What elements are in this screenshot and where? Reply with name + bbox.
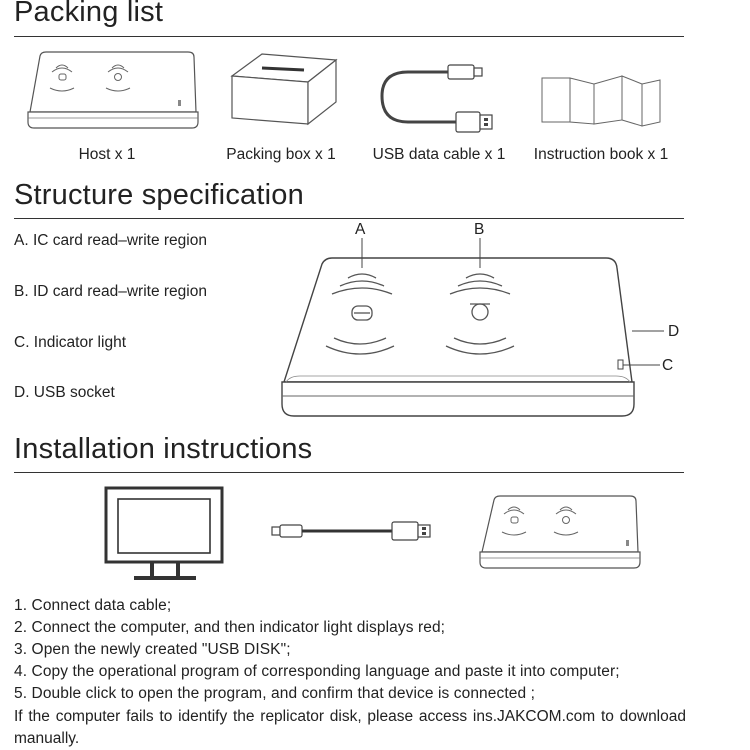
installation-divider — [14, 472, 684, 473]
install-step-4: 4. Copy the operational program of corre… — [14, 663, 620, 680]
instruction-book-icon — [541, 75, 661, 127]
install-step-2: 2. Connect the computer, and then indica… — [14, 619, 446, 636]
card-reader-install-icon — [479, 495, 641, 569]
packing-box-icon — [230, 53, 338, 126]
usb-cable-icon — [380, 64, 493, 133]
structure-title: Structure specification — [14, 179, 304, 211]
callout-a: A — [355, 221, 366, 238]
callout-b: B — [474, 221, 485, 238]
spec-id-region: B. ID card read–write region — [14, 283, 207, 300]
install-step-3: 3. Open the newly created "USB DISK"; — [14, 641, 291, 658]
spec-ic-region: A. IC card read–write region — [14, 232, 207, 249]
monitor-icon — [104, 486, 224, 580]
install-step-5: 5. Double click to open the program, and… — [14, 685, 536, 702]
install-step-1: 1. Connect data cable; — [14, 597, 172, 614]
callout-d: D — [668, 323, 680, 340]
usb-cable-connect-icon — [271, 521, 431, 541]
packing-item-host: Host x 1 — [78, 146, 136, 163]
spec-usb-socket: D. USB socket — [14, 384, 115, 401]
packing-item-book: Instruction book x 1 — [533, 146, 669, 163]
install-note: If the computer fails to identify the re… — [14, 708, 686, 747]
structure-divider — [14, 218, 684, 219]
packing-list-title: Packing list — [14, 0, 164, 28]
card-reader-diagram — [281, 238, 664, 417]
installation-title: Installation instructions — [14, 433, 313, 465]
packing-item-cable: USB data cable x 1 — [372, 146, 506, 163]
card-reader-icon — [27, 51, 199, 129]
spec-indicator-light: C. Indicator light — [14, 334, 126, 351]
callout-c: C — [662, 357, 674, 374]
packing-list-divider — [14, 36, 684, 37]
packing-item-box: Packing box x 1 — [226, 146, 336, 163]
